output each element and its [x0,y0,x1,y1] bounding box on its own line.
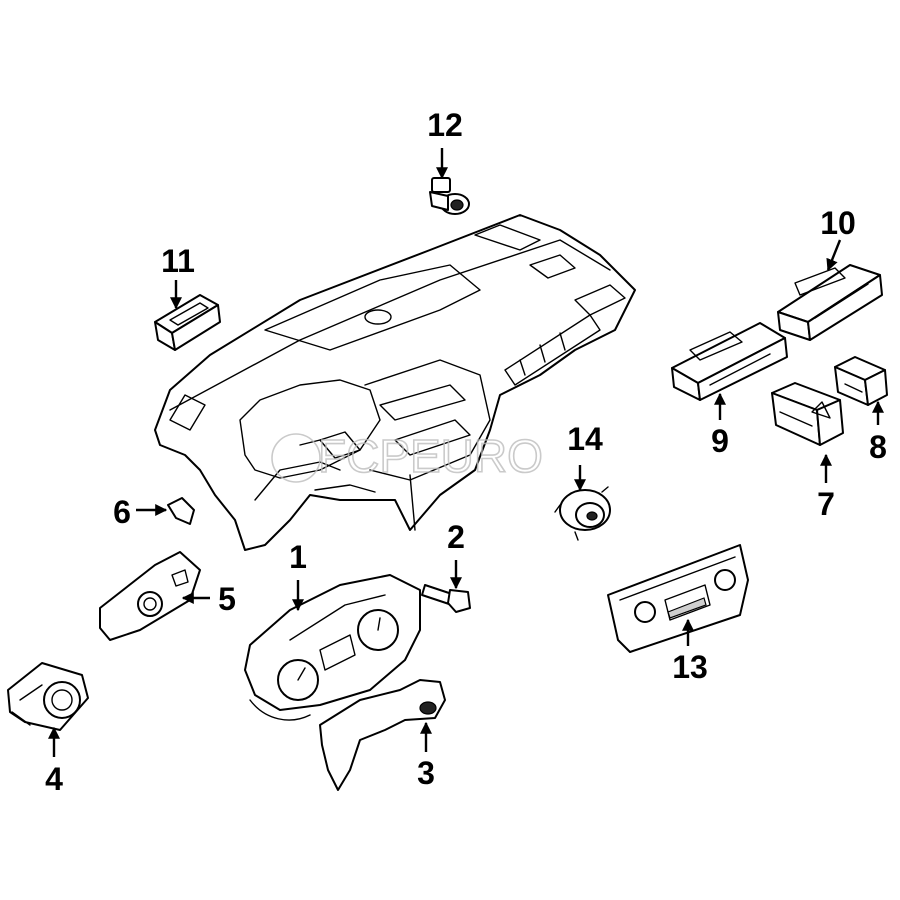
callout-5: 5 [218,581,236,617]
watermark: FCPEURO [271,429,544,483]
part-4-headlight-switch [7,662,89,731]
part-2-bolt [421,584,471,613]
callout-12: 12 [427,107,463,143]
part-10-switch [777,264,883,341]
callout-13: 13 [672,649,708,685]
callout-4: 4 [45,761,63,797]
callout-2: 2 [447,519,465,555]
callout-10: 10 [820,205,856,241]
part-3-trim [319,679,446,791]
part-8-switch [834,356,888,406]
part-6-clip [167,497,195,525]
callout-7: 7 [817,486,835,522]
callout-11: 11 [161,243,195,279]
dashboard-panel [154,214,636,551]
part-12-sensor [429,177,470,215]
part-1-instrument-cluster [244,574,421,721]
part-9-switch [671,322,788,401]
callout-1: 1 [289,539,307,575]
part-5-switch-housing [99,551,201,641]
part-7-hazard-switch [771,382,844,446]
watermark-gear-icon [271,433,321,483]
callout-6: 6 [113,494,131,530]
callout-9: 9 [711,423,729,459]
arrow-10 [826,239,842,272]
part-13-climate-panel [607,544,749,653]
callout-arrows [48,148,884,757]
part-14-sensor [554,486,611,541]
callout-labels: 12 11 10 9 8 7 14 6 5 2 1 3 4 13 [45,107,887,797]
part-11-switch [154,294,221,351]
callout-14: 14 [567,421,603,457]
callout-8: 8 [869,429,887,465]
watermark-text: FCPEURO [318,430,543,482]
callout-3: 3 [417,755,435,791]
